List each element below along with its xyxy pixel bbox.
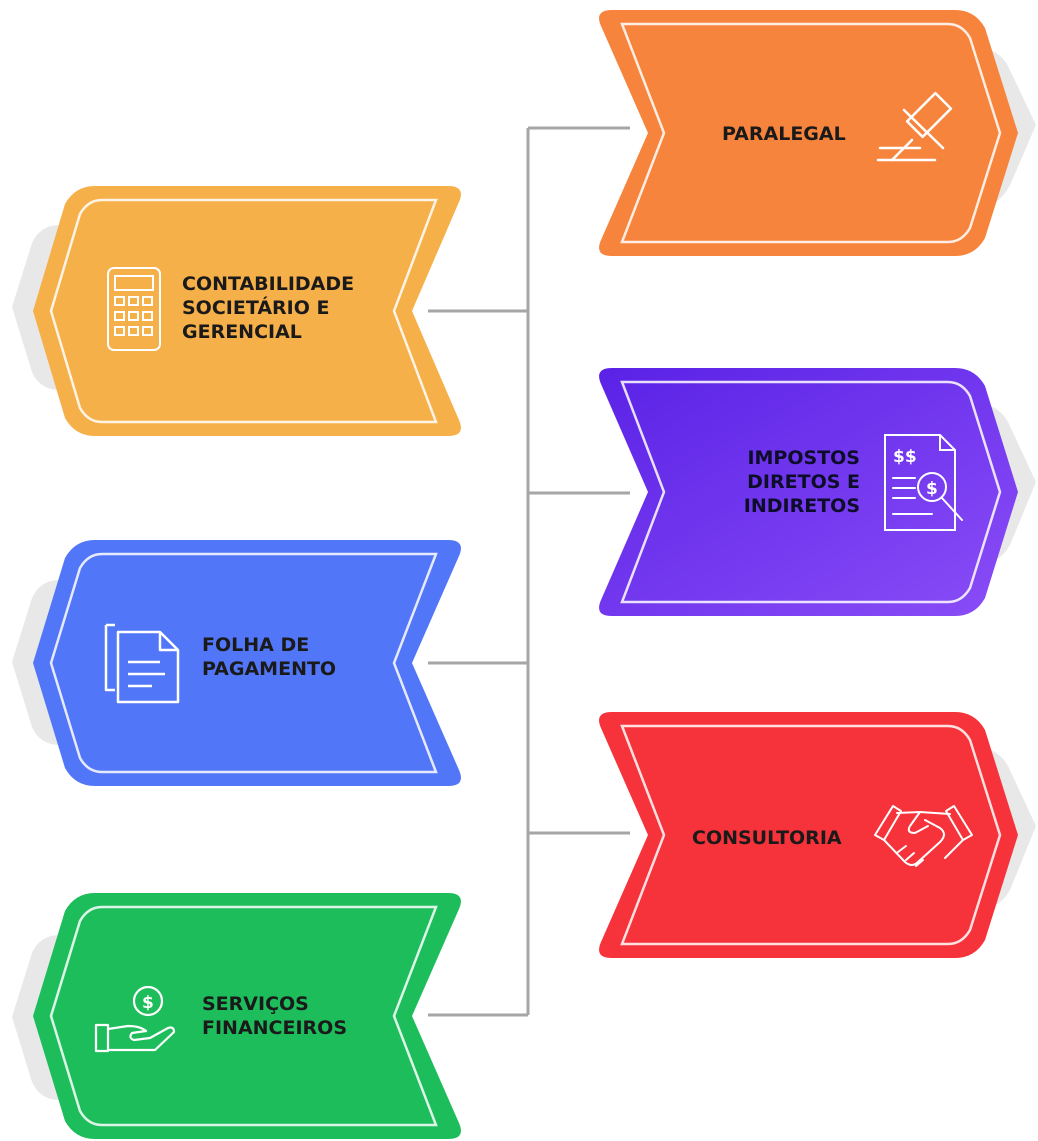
consultoria-label-line-1: CONSULTORIA [692, 827, 842, 849]
impostos-label: IMPOSTOS DIRETOS E INDIRETOS [690, 446, 860, 518]
calculator-icon [107, 267, 161, 351]
svg-text:$: $ [926, 479, 938, 499]
consultoria-label: CONSULTORIA [692, 826, 842, 850]
folha-card [33, 540, 461, 786]
impostos-label-line-1: IMPOSTOS [747, 447, 860, 469]
handshake-icon [874, 805, 973, 867]
folha-label-line-1: FOLHA DE [202, 634, 310, 656]
contabilidade-label-line-3: GERENCIAL [182, 321, 302, 343]
contabilidade-label-line-2: SOCIETÁRIO E [182, 297, 330, 319]
contabilidade-card [33, 186, 461, 436]
folha-label-line-2: PAGAMENTO [202, 658, 337, 680]
paralegal-card [599, 10, 1018, 256]
paralegal-label-line-1: PARALEGAL [722, 123, 846, 145]
svg-text:$$: $$ [893, 447, 917, 467]
consultoria-card [599, 712, 1018, 958]
folha-label: FOLHA DE PAGAMENTO [202, 633, 336, 681]
impostos-card [599, 368, 1018, 616]
servicos-label-line-1: SERVIÇOS [202, 993, 309, 1015]
svg-text:$: $ [142, 993, 154, 1013]
servicos-card [33, 893, 461, 1139]
impostos-label-line-2: DIRETOS E [747, 471, 860, 493]
contabilidade-label: CONTABILIDADE SOCIETÁRIO E GERENCIAL [182, 272, 354, 344]
gavel-icon [876, 91, 953, 162]
servicos-label-line-2: FINANCEIROS [202, 1017, 348, 1039]
impostos-label-line-3: INDIRETOS [743, 495, 860, 517]
tax-document-icon: $$ $ [884, 434, 963, 531]
contabilidade-label-line-1: CONTABILIDADE [182, 273, 355, 295]
money-hand-icon: $ [94, 985, 176, 1053]
connector-lines [428, 126, 630, 1017]
paralegal-label: PARALEGAL [722, 122, 846, 146]
documents-icon [104, 623, 180, 704]
servicos-label: SERVIÇOS FINANCEIROS [202, 992, 347, 1040]
